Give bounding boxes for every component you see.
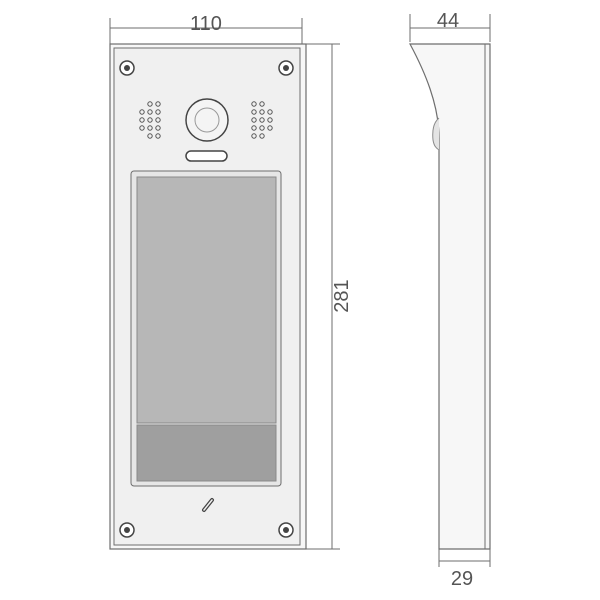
screw-bottom-right [278, 522, 294, 538]
screen-lower-area [136, 424, 277, 482]
depth-top-label: 44 [437, 10, 459, 32]
grille-hole [155, 101, 161, 107]
grille-hole [267, 109, 273, 115]
grille-hole [251, 109, 257, 115]
grille-hole [267, 117, 273, 123]
screw-top-right [278, 60, 294, 76]
display-screen [136, 176, 277, 424]
side-camera-bulge [432, 117, 440, 151]
grille-hole [155, 133, 161, 139]
screw-top-left [119, 60, 135, 76]
side-profile [408, 43, 491, 550]
height-label: 281 [331, 279, 353, 312]
grille-hole [259, 117, 265, 123]
grille-hole [259, 109, 265, 115]
grille-hole [251, 125, 257, 131]
grille-hole [155, 109, 161, 115]
grille-hole [139, 109, 145, 115]
speaker-grille-left [139, 101, 161, 139]
width-dimension: 110 [109, 13, 303, 44]
grille-hole [251, 117, 257, 123]
grille-hole [139, 117, 145, 123]
grille-hole [155, 117, 161, 123]
grille-hole [251, 101, 257, 107]
grille-hole [259, 125, 265, 131]
camera-icon [185, 98, 229, 142]
grille-hole [155, 125, 161, 131]
grille-hole [147, 109, 153, 115]
grille-hole [259, 133, 265, 139]
indicator-slot [185, 150, 228, 162]
grille-hole [147, 117, 153, 123]
width-label: 110 [190, 13, 222, 35]
grille-hole [267, 125, 273, 131]
grille-hole [251, 133, 257, 139]
depth-bottom-label: 29 [451, 568, 473, 590]
grille-hole [147, 125, 153, 131]
speaker-grille-right [251, 101, 273, 139]
nfc-reader-icon [202, 498, 214, 512]
depth-top-dimension: 44 [409, 10, 491, 42]
screw-bottom-left [119, 522, 135, 538]
grille-hole [139, 125, 145, 131]
grille-hole [147, 133, 153, 139]
grille-hole [259, 101, 265, 107]
grille-hole [147, 101, 153, 107]
depth-bottom-dimension: 29 [438, 549, 491, 590]
height-dimension: 281 [306, 43, 353, 550]
